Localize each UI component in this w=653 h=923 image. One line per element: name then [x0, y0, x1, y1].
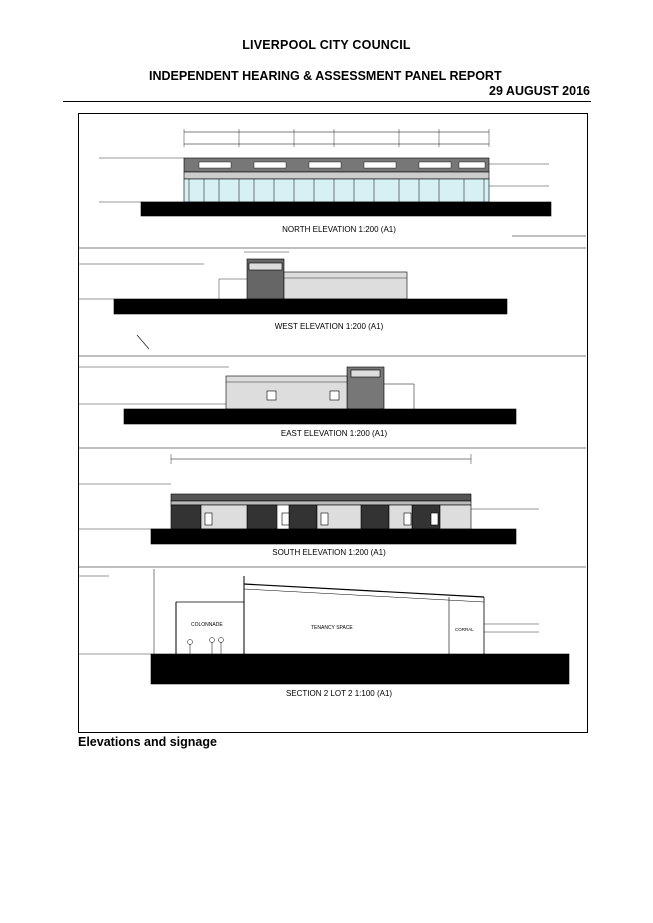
south-elevation [79, 447, 586, 545]
section-label: SECTION 2 LOT 2 1:100 (A1) [286, 689, 392, 698]
south-elevation-label: SOUTH ELEVATION 1:200 (A1) [272, 548, 386, 557]
colonnade-label: COLONNADE [191, 622, 223, 628]
north-elevation [99, 129, 552, 217]
figure-caption: Elevations and signage [78, 735, 217, 749]
report-date: 29 AUGUST 2016 [489, 84, 590, 98]
council-title: LIVERPOOL CITY COUNCIL [242, 38, 411, 52]
tenancy-space-label: TENANCY SPACE [311, 625, 353, 631]
elevations-drawing: NORTH ELEVATION 1:200 (A1) WEST ELEVATIO… [79, 129, 586, 698]
north-elevation-label: NORTH ELEVATION 1:200 (A1) [282, 225, 396, 234]
east-elevation [79, 334, 586, 425]
east-elevation-label: EAST ELEVATION 1:200 (A1) [281, 429, 388, 438]
west-elevation [79, 247, 586, 315]
section-drawing: COLONNADE TENANCY SPACE CORRAL [79, 566, 586, 685]
corral-label: CORRAL [455, 627, 474, 632]
report-title: INDEPENDENT HEARING & ASSESSMENT PANEL R… [149, 69, 502, 83]
header-rule [63, 101, 591, 102]
drawing-frame: NORTH ELEVATION 1:200 (A1) WEST ELEVATIO… [78, 113, 588, 733]
west-elevation-label: WEST ELEVATION 1:200 (A1) [275, 322, 384, 331]
